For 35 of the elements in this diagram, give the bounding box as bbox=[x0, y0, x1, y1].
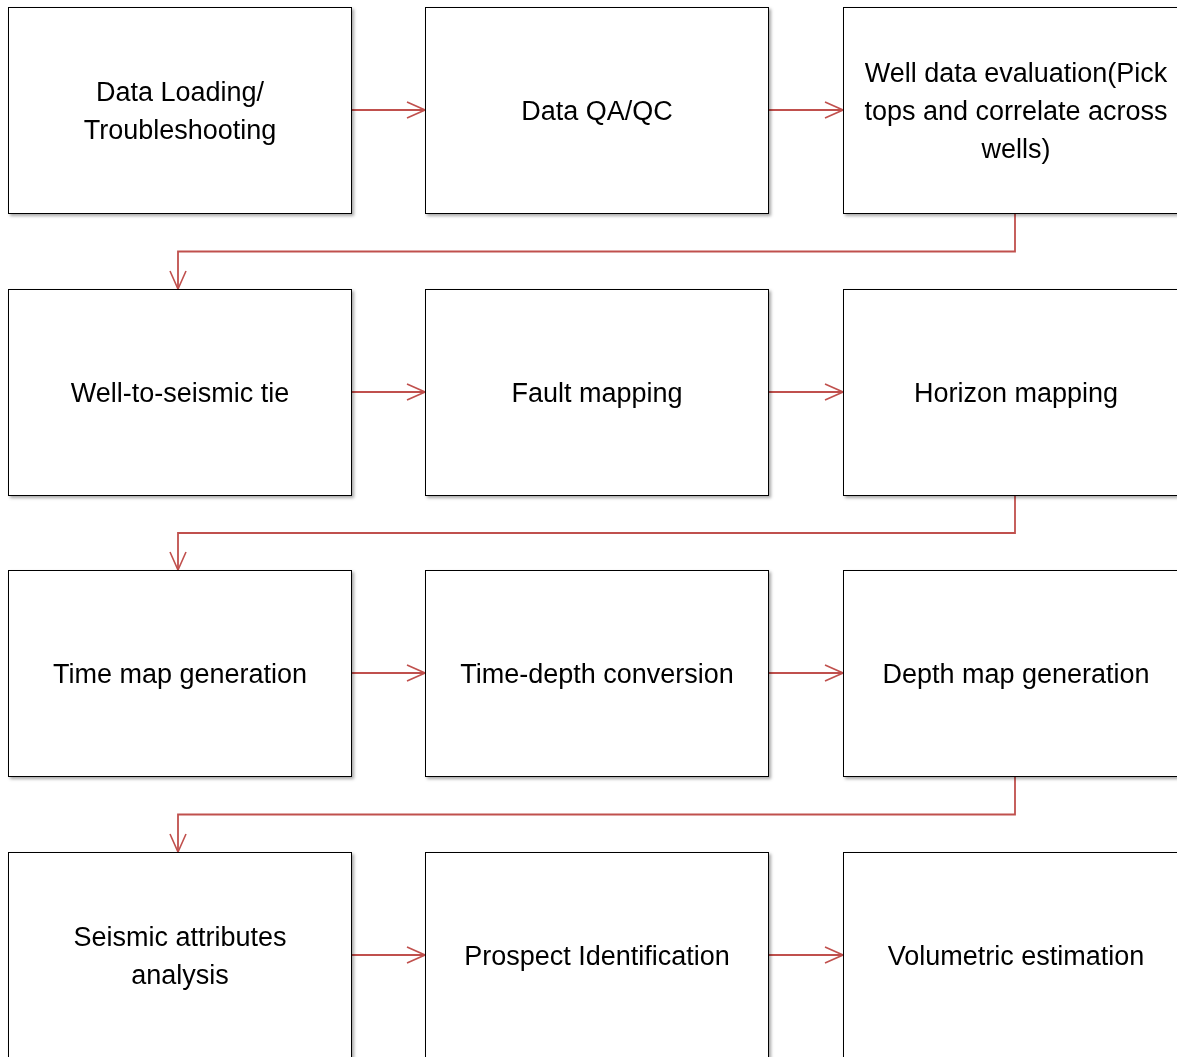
process-box bbox=[425, 570, 769, 777]
arrow bbox=[169, 495, 1016, 571]
process-box bbox=[425, 289, 769, 496]
step-label: Volumetric estimation bbox=[887, 939, 1145, 973]
process-box bbox=[8, 289, 352, 496]
step-label: Data Loading/ Troubleshooting bbox=[82, 75, 278, 147]
arrow bbox=[351, 946, 426, 964]
step-label: Data QA/QC bbox=[521, 94, 673, 128]
process-box bbox=[425, 7, 769, 214]
step-label: Well-to-seismic tie bbox=[70, 376, 290, 410]
process-box bbox=[843, 852, 1177, 1057]
arrow bbox=[768, 664, 844, 682]
process-box bbox=[425, 852, 769, 1057]
arrow bbox=[768, 946, 844, 964]
process-box bbox=[8, 852, 352, 1057]
step-label: Well data evaluation(Pick tops and correlate across wells) bbox=[863, 56, 1169, 166]
arrow bbox=[768, 101, 844, 119]
arrow bbox=[351, 664, 426, 682]
process-box bbox=[8, 570, 352, 777]
step-label: Depth map generation bbox=[882, 657, 1150, 691]
step-label: Seismic attributes analysis bbox=[72, 920, 288, 992]
step-label: Time map generation bbox=[52, 657, 308, 691]
step-label: Horizon mapping bbox=[913, 376, 1119, 410]
arrow bbox=[351, 383, 426, 401]
process-box bbox=[843, 289, 1177, 496]
process-box bbox=[843, 570, 1177, 777]
process-box bbox=[8, 7, 352, 214]
arrow bbox=[768, 383, 844, 401]
arrow bbox=[169, 213, 1016, 290]
step-label: Fault mapping bbox=[511, 376, 683, 410]
step-label: Time-depth conversion bbox=[460, 657, 734, 691]
arrow bbox=[169, 776, 1016, 853]
step-label: Prospect Identification bbox=[464, 939, 730, 973]
arrow bbox=[351, 101, 426, 119]
process-box bbox=[843, 7, 1177, 214]
